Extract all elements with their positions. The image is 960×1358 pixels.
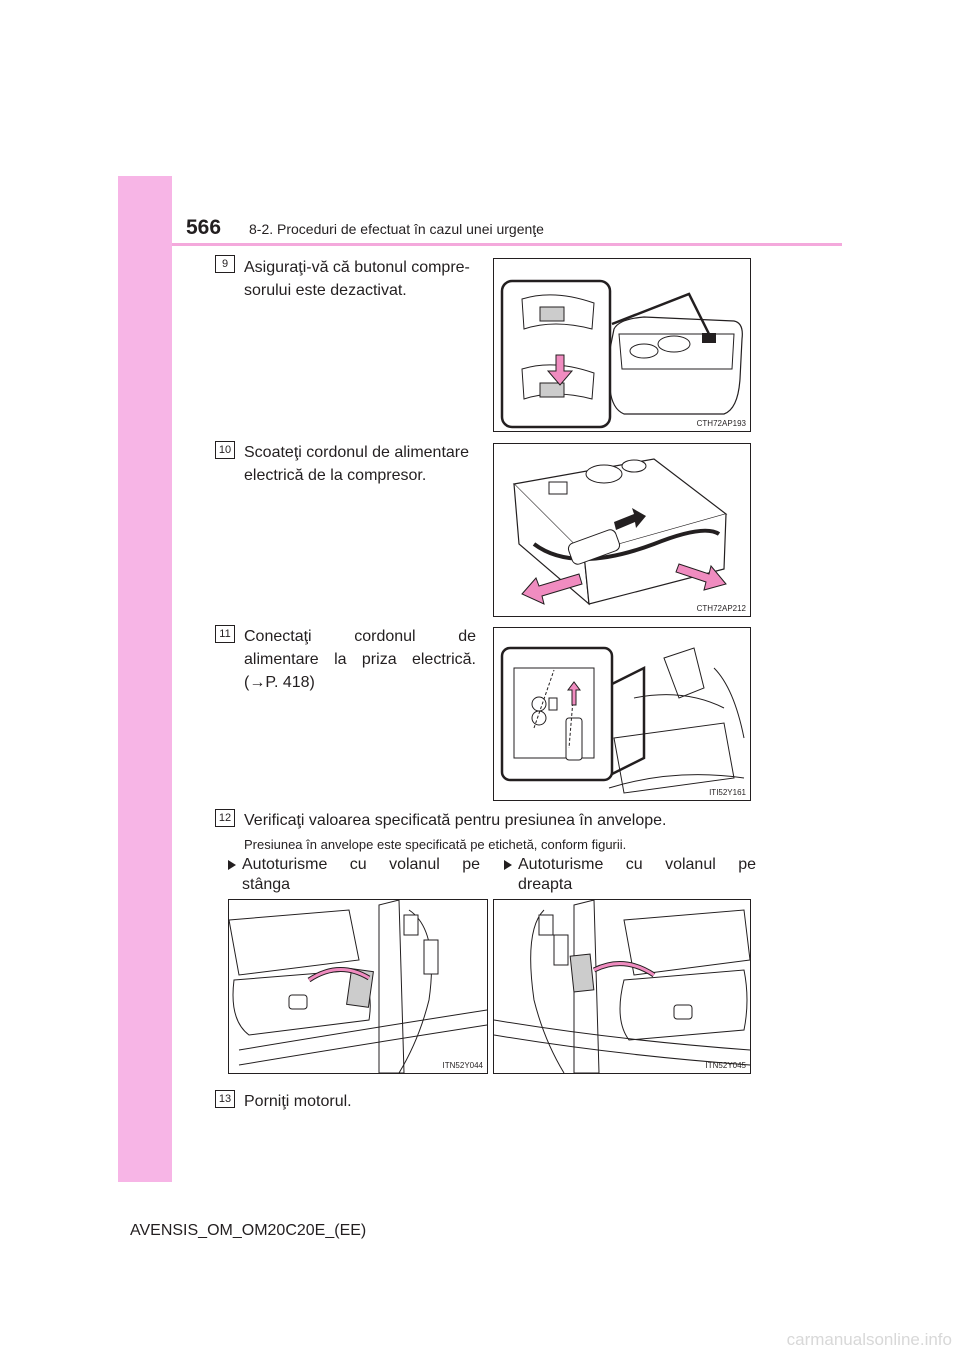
step-number-13: 13	[215, 1090, 235, 1108]
tire-label-left-illustration	[229, 900, 487, 1073]
power-cord-illustration	[512, 458, 728, 606]
step-number-10: 10	[215, 441, 235, 459]
variant-label-line1: Autoturisme cu volanul pe	[518, 856, 756, 873]
figure-code: CTH72AP193	[696, 419, 746, 428]
compressor-switch-illustration	[500, 279, 743, 429]
step-text-13: Porniţi motorul.	[244, 1093, 352, 1110]
step-number-12: 12	[215, 809, 235, 827]
variant-label-line2: stânga	[242, 876, 291, 893]
page-reference-link[interactable]: (→P. 418)	[244, 674, 315, 691]
figure-tire-label-left: ITN52Y044	[228, 899, 488, 1074]
figure-code: ITN52Y044	[442, 1061, 483, 1070]
chapter-side-band	[118, 176, 172, 1182]
header-rule	[172, 243, 842, 246]
step-number-11: 11	[215, 625, 235, 643]
step-text-11: Conectaţi cordonul de alimentare la priz…	[244, 625, 476, 694]
section-title: 8-2. Proceduri de efectuat în cazul unei…	[249, 221, 544, 237]
figure-power-outlet: ITI52Y161	[493, 627, 751, 801]
bullet-triangle-icon	[228, 860, 236, 870]
step-text-12: Verificaţi valoarea specificată pentru p…	[244, 812, 667, 829]
tire-label-right-illustration	[494, 900, 750, 1073]
step-note-12: Presiunea în anvelope este specificată p…	[244, 837, 627, 852]
page-number: 566	[186, 216, 222, 239]
variant-label-line2: dreapta	[518, 876, 573, 893]
variant-label-line1: Autoturisme cu volanul pe	[242, 856, 480, 873]
step-text-9: Asiguraţi-vă că butonul compre-sorului e…	[244, 259, 470, 299]
figure-compressor-switch: CTH72AP193	[493, 258, 751, 432]
figure-code: CTH72AP212	[696, 604, 746, 613]
document-footer: AVENSIS_OM_OM20C20E_(EE)	[130, 1222, 367, 1239]
bullet-triangle-icon	[504, 860, 512, 870]
step-text-10: Scoateţi cordonul de alimentare electric…	[244, 444, 470, 484]
step-text-11-line1: Conectaţi cordonul de	[244, 628, 476, 645]
figure-power-cord-removal: CTH72AP212	[493, 443, 751, 617]
power-outlet-illustration	[500, 646, 745, 794]
figure-tire-label-right: ITN52Y045	[493, 899, 751, 1074]
figure-code: ITI52Y161	[709, 788, 746, 797]
step-number-9: 9	[215, 255, 235, 273]
figure-code: ITN52Y045	[705, 1061, 746, 1070]
step-text-11-line2: alimentare la priza electrică.	[244, 651, 476, 668]
watermark: carmanualsonline.info	[786, 1330, 952, 1349]
